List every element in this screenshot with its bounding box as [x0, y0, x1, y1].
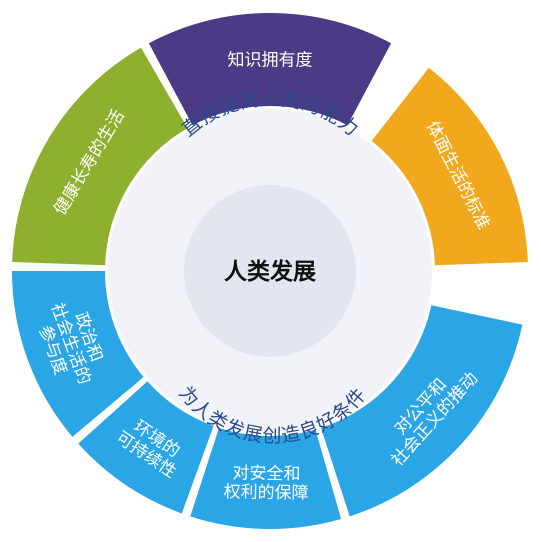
segment-living-standard	[371, 67, 528, 266]
center-circle	[184, 185, 356, 357]
segment-label-line: 对安全和	[232, 463, 300, 483]
segment-label-security: 对安全和权利的保障	[223, 463, 309, 502]
segment-label-knowledge: 知识拥有度	[228, 51, 313, 70]
segment-label-line: 知识拥有度	[228, 51, 313, 70]
segment-label-line: 权利的保障	[223, 482, 308, 502]
segment-participation	[12, 271, 144, 437]
segment-health	[12, 47, 188, 266]
segment-knowledge	[148, 13, 392, 126]
center-label: 人类发展	[224, 258, 316, 284]
segment-security	[190, 427, 342, 529]
segment-sustainability	[78, 381, 214, 514]
segment-justice	[320, 305, 523, 517]
